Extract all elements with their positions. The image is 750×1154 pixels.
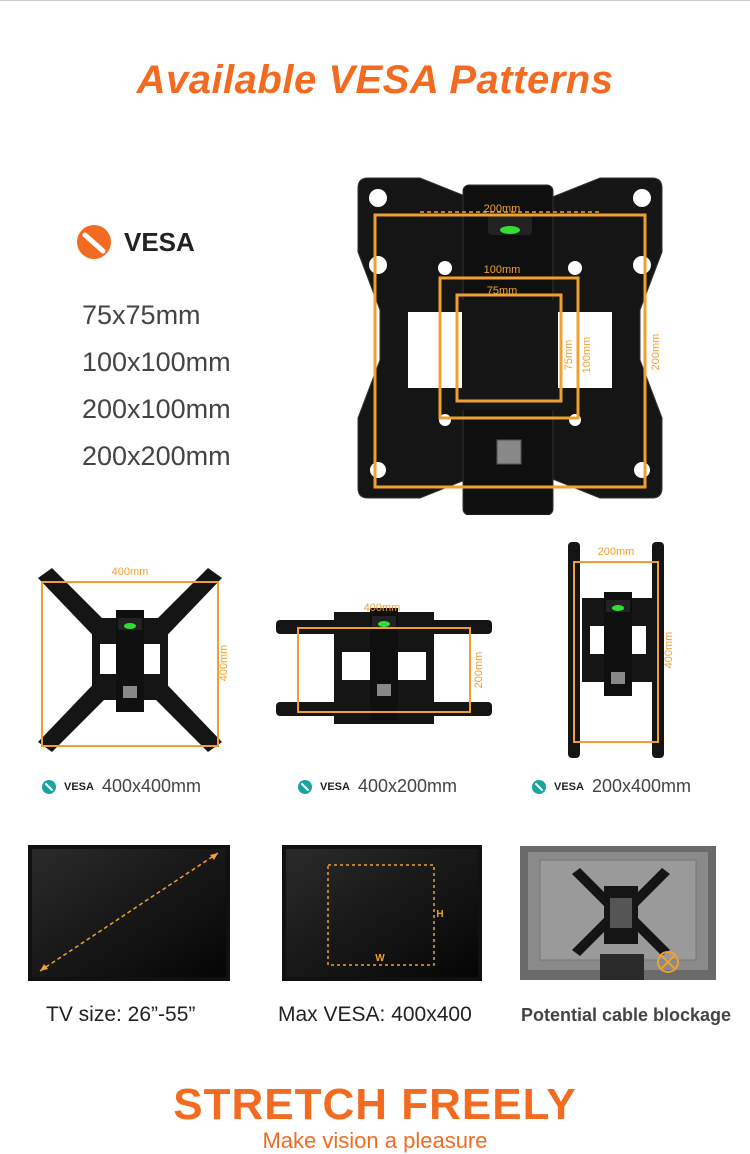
config-caption: VESA 200x400mm (532, 776, 691, 797)
vesa-pattern-list: 75x75mm 100x100mm 200x100mm 200x200mm (82, 292, 231, 480)
diagonal-arrow (39, 852, 219, 972)
config-size: 400x400mm (101, 776, 202, 796)
vesa-logo-icon (77, 225, 111, 259)
mount-plate (357, 177, 663, 515)
max-vesa-caption: Max VESA: 400x400 (278, 1003, 472, 1026)
vesa-pattern-item: 200x200mm (82, 441, 231, 471)
config-height-label: 400mm (663, 632, 675, 669)
vesa-400x200-frame (297, 627, 471, 713)
config-400x200-diagram: 400mm 200mm (276, 602, 492, 724)
height-mark: H (436, 909, 443, 920)
width-mark: W (375, 953, 385, 964)
vesa-100-frame (438, 276, 580, 420)
config-width-label: 200mm (598, 546, 635, 558)
dimension-overlay (373, 211, 647, 489)
dim-label-w75: 75mm (487, 285, 518, 297)
vesa-tag: VESA (320, 780, 350, 793)
vesa-75-frame (455, 293, 563, 403)
vesa-badge: VESA (76, 224, 195, 260)
config-size: 200x400mm (591, 776, 692, 796)
dim-label-h75: 75mm (563, 340, 575, 371)
vesa-max-frame (327, 864, 435, 966)
main-mount-diagram: 200mm 100mm 75mm 75mm 100mm 200mm (357, 177, 663, 515)
config-width-label: 400mm (112, 566, 149, 578)
page-title: Available VESA Patterns (136, 58, 614, 102)
vesa-200x400-frame (573, 561, 659, 743)
config-400x400-diagram: 400mm 400mm (38, 566, 230, 752)
config-200x400-diagram: 200mm 400mm (568, 542, 675, 758)
config-caption: VESA 400x200mm (298, 776, 457, 797)
vesa-logo-icon (532, 779, 546, 794)
vesa-logo-icon (298, 779, 312, 794)
config-height-label: 200mm (473, 652, 485, 689)
mount-vertical-arms (568, 542, 664, 758)
dim-label-w200: 200mm (484, 203, 521, 215)
config-size: 400x200mm (357, 776, 458, 796)
vesa-logo-icon (42, 779, 56, 794)
config-width-label: 400mm (364, 602, 401, 614)
mount-silhouette (572, 868, 670, 956)
config-caption: VESA 400x400mm (42, 776, 201, 797)
tv-size-panel (28, 845, 230, 981)
vesa-badge-label: VESA (124, 226, 195, 257)
vesa-pattern-item: 100x100mm (82, 347, 231, 377)
cable-blockage-caption: Potential cable blockage (521, 1005, 732, 1025)
dim-label-h200: 200mm (650, 334, 662, 371)
blockage-warning-icon (657, 951, 679, 973)
cable-blockage-panel (520, 846, 716, 980)
footer-subtitle: Make vision a pleasure (262, 1128, 488, 1153)
vesa-tag: VESA (554, 780, 584, 793)
dim-label-h100: 100mm (581, 337, 593, 374)
vesa-pattern-item: 75x75mm (82, 300, 201, 330)
max-vesa-panel: W H (282, 845, 482, 981)
tv-size-caption: TV size: 26”-55” (46, 1003, 196, 1026)
vesa-tag: VESA (64, 780, 94, 793)
vesa-pattern-item: 200x100mm (82, 394, 231, 424)
mount-horizontal-arms (276, 608, 492, 724)
vesa-400x400-frame (41, 581, 219, 747)
dim-label-w100: 100mm (484, 264, 521, 276)
config-height-label: 400mm (218, 645, 230, 682)
top-divider (0, 0, 750, 1)
footer-title: STRETCH FREELY (173, 1080, 577, 1129)
mount-x-arms (38, 568, 222, 752)
vesa-200-frame (373, 213, 647, 489)
